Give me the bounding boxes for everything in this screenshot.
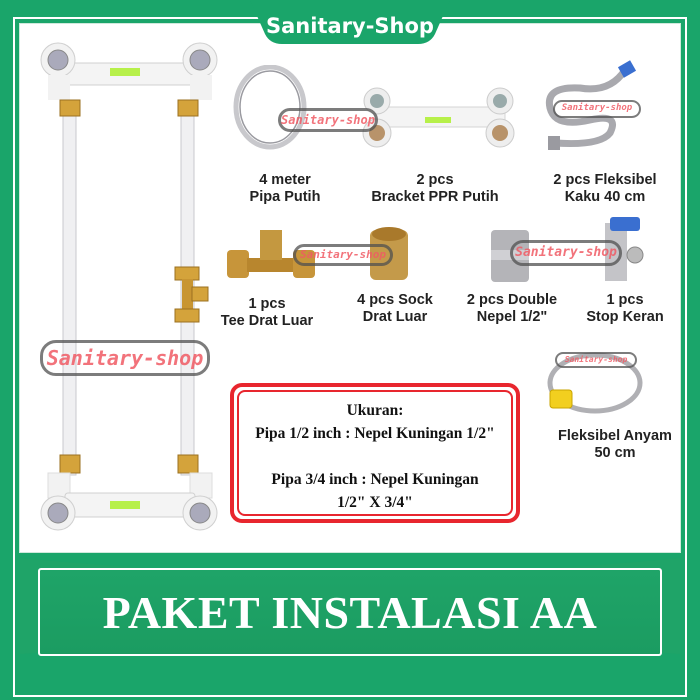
watermark-hose: Sanitary-shop xyxy=(553,100,641,118)
assembled-installation-image xyxy=(30,35,220,540)
header-tab-shape xyxy=(250,0,450,44)
package-banner: PAKET INSTALASI AA xyxy=(38,568,662,656)
bottom-banner-area: PAKET INSTALASI AA xyxy=(20,558,680,656)
flexible-hose-icon xyxy=(540,58,650,153)
size-line-1: Pipa 1/2 inch : Nepel Kuningan 1/2" xyxy=(255,425,495,442)
watermark-brass: Sanitary-shop xyxy=(293,244,393,266)
white-pipe-coil-icon xyxy=(232,64,312,155)
watermark-braided: Sanitary-shop xyxy=(555,352,637,368)
shop-title: Sanitary-Shop xyxy=(266,14,434,38)
braided-hose-icon xyxy=(540,345,650,420)
size-info-box: Ukuran: Pipa 1/2 inch : Nepel Kuningan 1… xyxy=(230,383,520,523)
size-line-2: Pipa 3/4 inch : Nepel Kuningan xyxy=(271,471,479,488)
header-tab: Sanitary-Shop xyxy=(250,0,450,50)
watermark-valve: Sanitary-shop xyxy=(510,240,622,266)
watermark-large: Sanitary-shop xyxy=(40,340,210,376)
package-title: PAKET INSTALASI AA xyxy=(102,586,598,638)
size-heading: Ukuran: xyxy=(346,402,404,419)
ppr-bracket-icon xyxy=(355,85,525,155)
size-line-3: 1/2" X 3/4" xyxy=(337,494,413,511)
watermark-bracket: Sanitary-shop xyxy=(278,108,378,132)
